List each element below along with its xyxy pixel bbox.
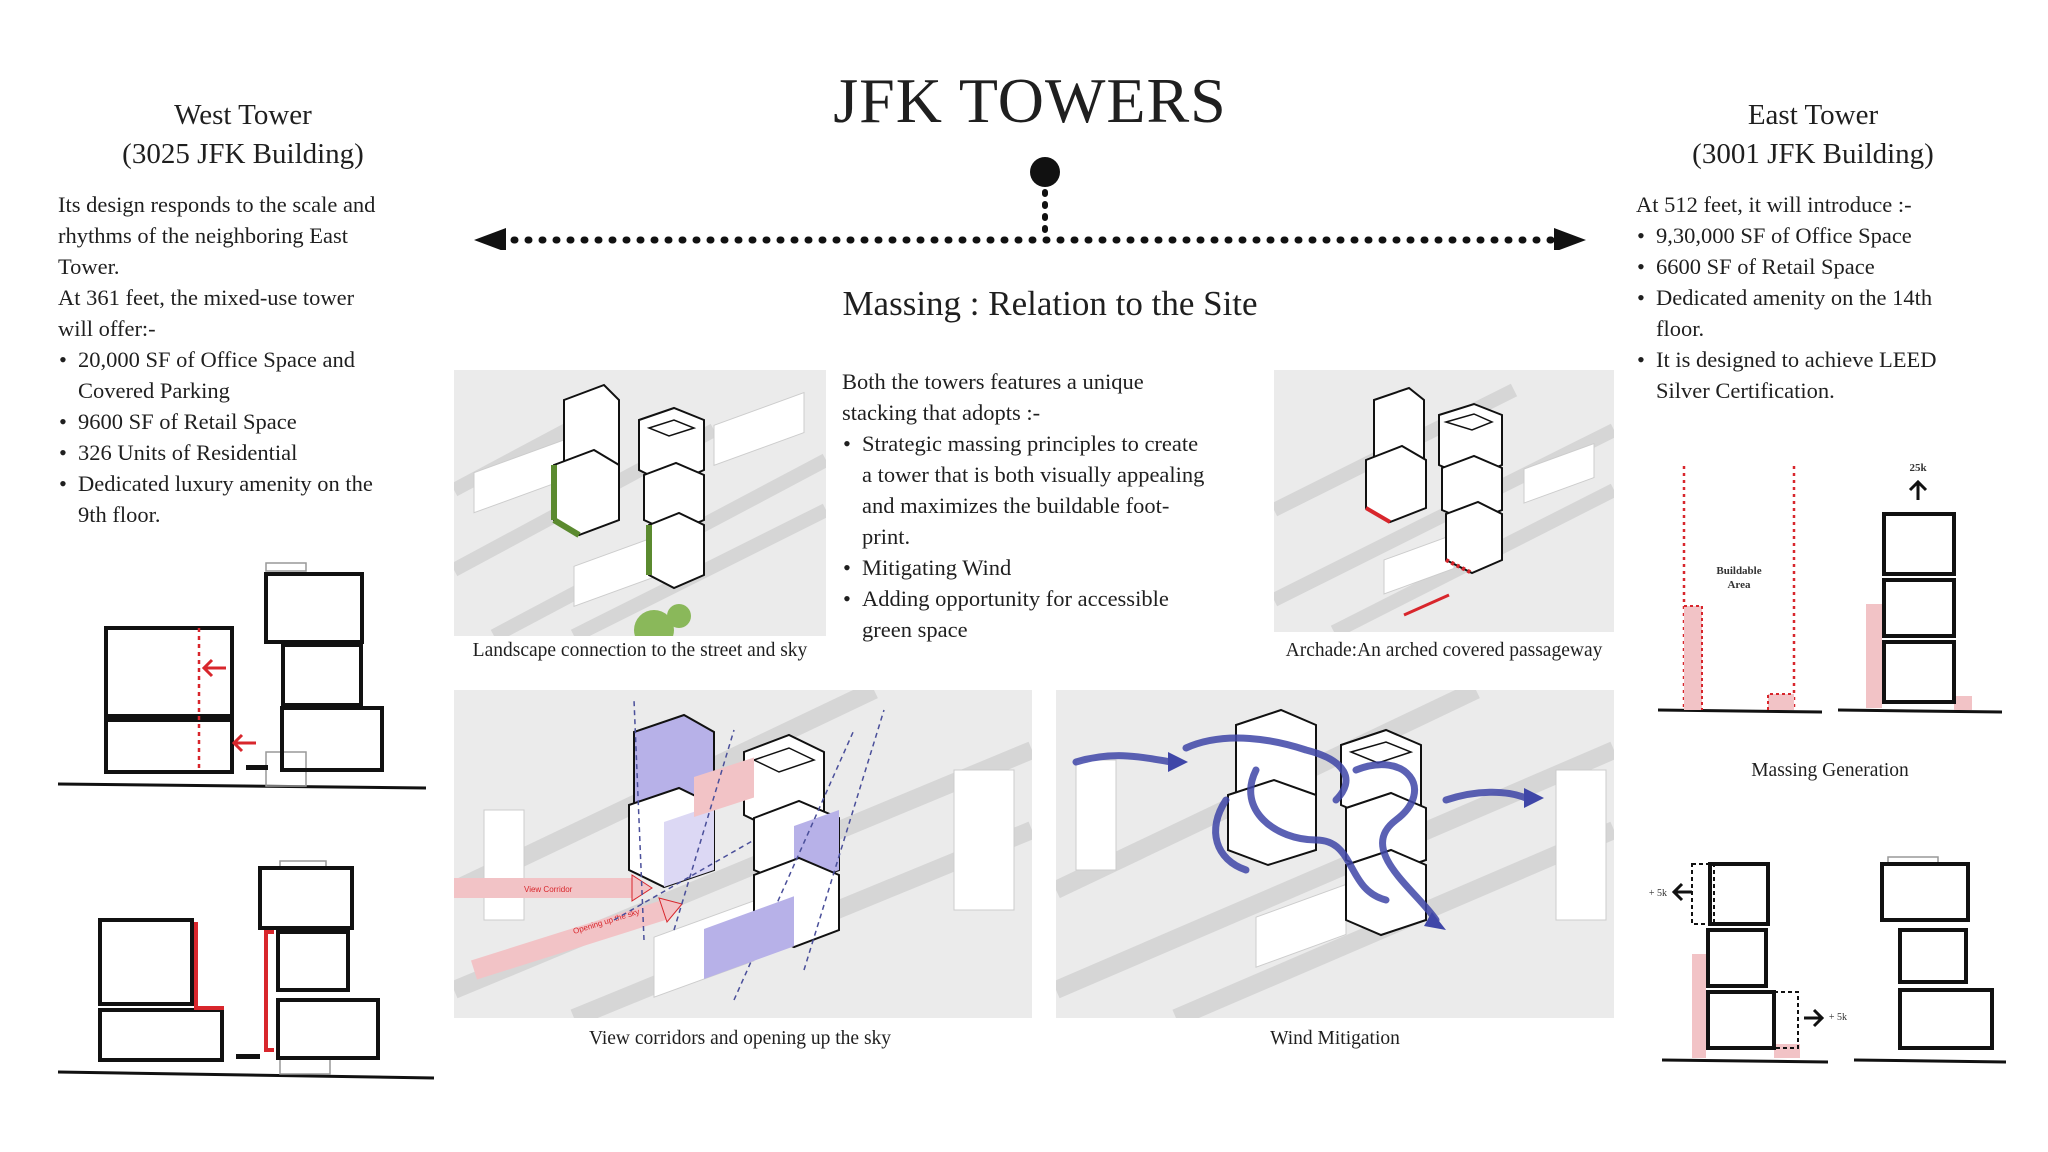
wind-arrow-icon: [1168, 752, 1188, 772]
west-bullet: 9600 SF of Retail Space: [58, 406, 438, 437]
east-tower-heading: East Tower (3001 JFK Building): [1630, 96, 1996, 174]
panel-archade: [1274, 370, 1614, 632]
east-tower-address: (3001 JFK Building): [1692, 138, 1934, 170]
east-bullet: 9,30,000 SF of Office Space: [1636, 220, 2016, 251]
view-arrow-label: View Corridor: [524, 885, 573, 894]
plus-5k-right-label: + 5k: [1829, 1012, 1847, 1023]
arrow-right-icon: [1804, 1008, 1825, 1028]
center-bullet: Strategic massing principles to createa …: [842, 428, 1262, 552]
up-25k-label: 25k: [1909, 462, 1927, 474]
arrow-left-icon: [231, 733, 256, 753]
page-title: JFK TOWERS: [833, 65, 1227, 136]
west-massing-diagram-setback: [57, 562, 427, 790]
arrow-left-icon: [201, 658, 226, 678]
east-tower-description: At 512 feet, it will introduce :- 9,30,0…: [1636, 189, 2016, 406]
center-bullet: Mitigating Wind: [842, 552, 1262, 583]
caption-wind-mitigation: Wind Mitigation: [1270, 1028, 1400, 1049]
west-tower-name: West Tower: [174, 99, 312, 131]
panel-landscape: [454, 370, 826, 636]
west-intro-line: Its design responds to the scale and: [58, 192, 376, 217]
east-tower-name: East Tower: [1747, 99, 1879, 131]
timeline-arrow: [474, 157, 1586, 250]
center-intro-line: stacking that adopts :-: [842, 400, 1041, 425]
west-intro-line: At 361 feet, the mixed-use tower: [58, 285, 355, 310]
panel-wind-mitigation: [1056, 690, 1614, 1018]
caption-landscape: Landscape connection to the street and s…: [472, 640, 808, 661]
east-intro-line: At 512 feet, it will introduce :-: [1636, 192, 1912, 217]
caption-archade: Archade:An arched covered passageway: [1285, 640, 1603, 661]
arrow-left-icon: [1671, 882, 1692, 902]
west-intro-line: will offer:-: [58, 316, 156, 341]
buildable-label: Area: [1727, 579, 1751, 591]
arrow-up-icon: [1908, 479, 1928, 500]
panel-view-corridors: View Corridor Opening up the sky: [454, 690, 1032, 1018]
west-bullet: 326 Units of Residential: [58, 437, 438, 468]
caption-view-corridors: View corridors and opening up the sky: [588, 1028, 892, 1049]
west-intro-line: Tower.: [58, 254, 120, 279]
west-tower-heading: West Tower (3025 JFK Building): [60, 96, 426, 174]
arrow-right-icon: [1554, 228, 1586, 250]
east-bullet: 6600 SF of Retail Space: [1636, 251, 2016, 282]
caption-massing-generation: Massing Generation: [1751, 760, 1909, 781]
west-intro-line: rhythms of the neighboring East: [58, 223, 348, 248]
timeline-pin-icon: [1030, 157, 1060, 187]
center-intro-line: Both the towers features a unique: [842, 369, 1144, 394]
plus-5k-left-label: + 5k: [1649, 888, 1667, 899]
wind-arrow-icon: [1524, 788, 1544, 808]
arrow-right-icon: [658, 897, 683, 924]
buildable-label: Buildable: [1716, 565, 1761, 577]
west-massing-diagram-shifted: [57, 860, 435, 1080]
section-subtitle: Massing : Relation to the Site: [842, 284, 1258, 323]
east-massing-shift-diagram: + 5k + 5k: [1649, 856, 2007, 1064]
wind-arrow-icon: [1424, 912, 1446, 930]
west-tower-description: Its design responds to the scale and rhy…: [58, 189, 438, 530]
center-description: Both the towers features a unique stacki…: [842, 366, 1262, 645]
east-massing-generation-diagram: Buildable Area 25k: [1657, 462, 2003, 714]
west-tower-address: (3025 JFK Building): [122, 138, 364, 170]
arrow-left-icon: [474, 228, 506, 250]
